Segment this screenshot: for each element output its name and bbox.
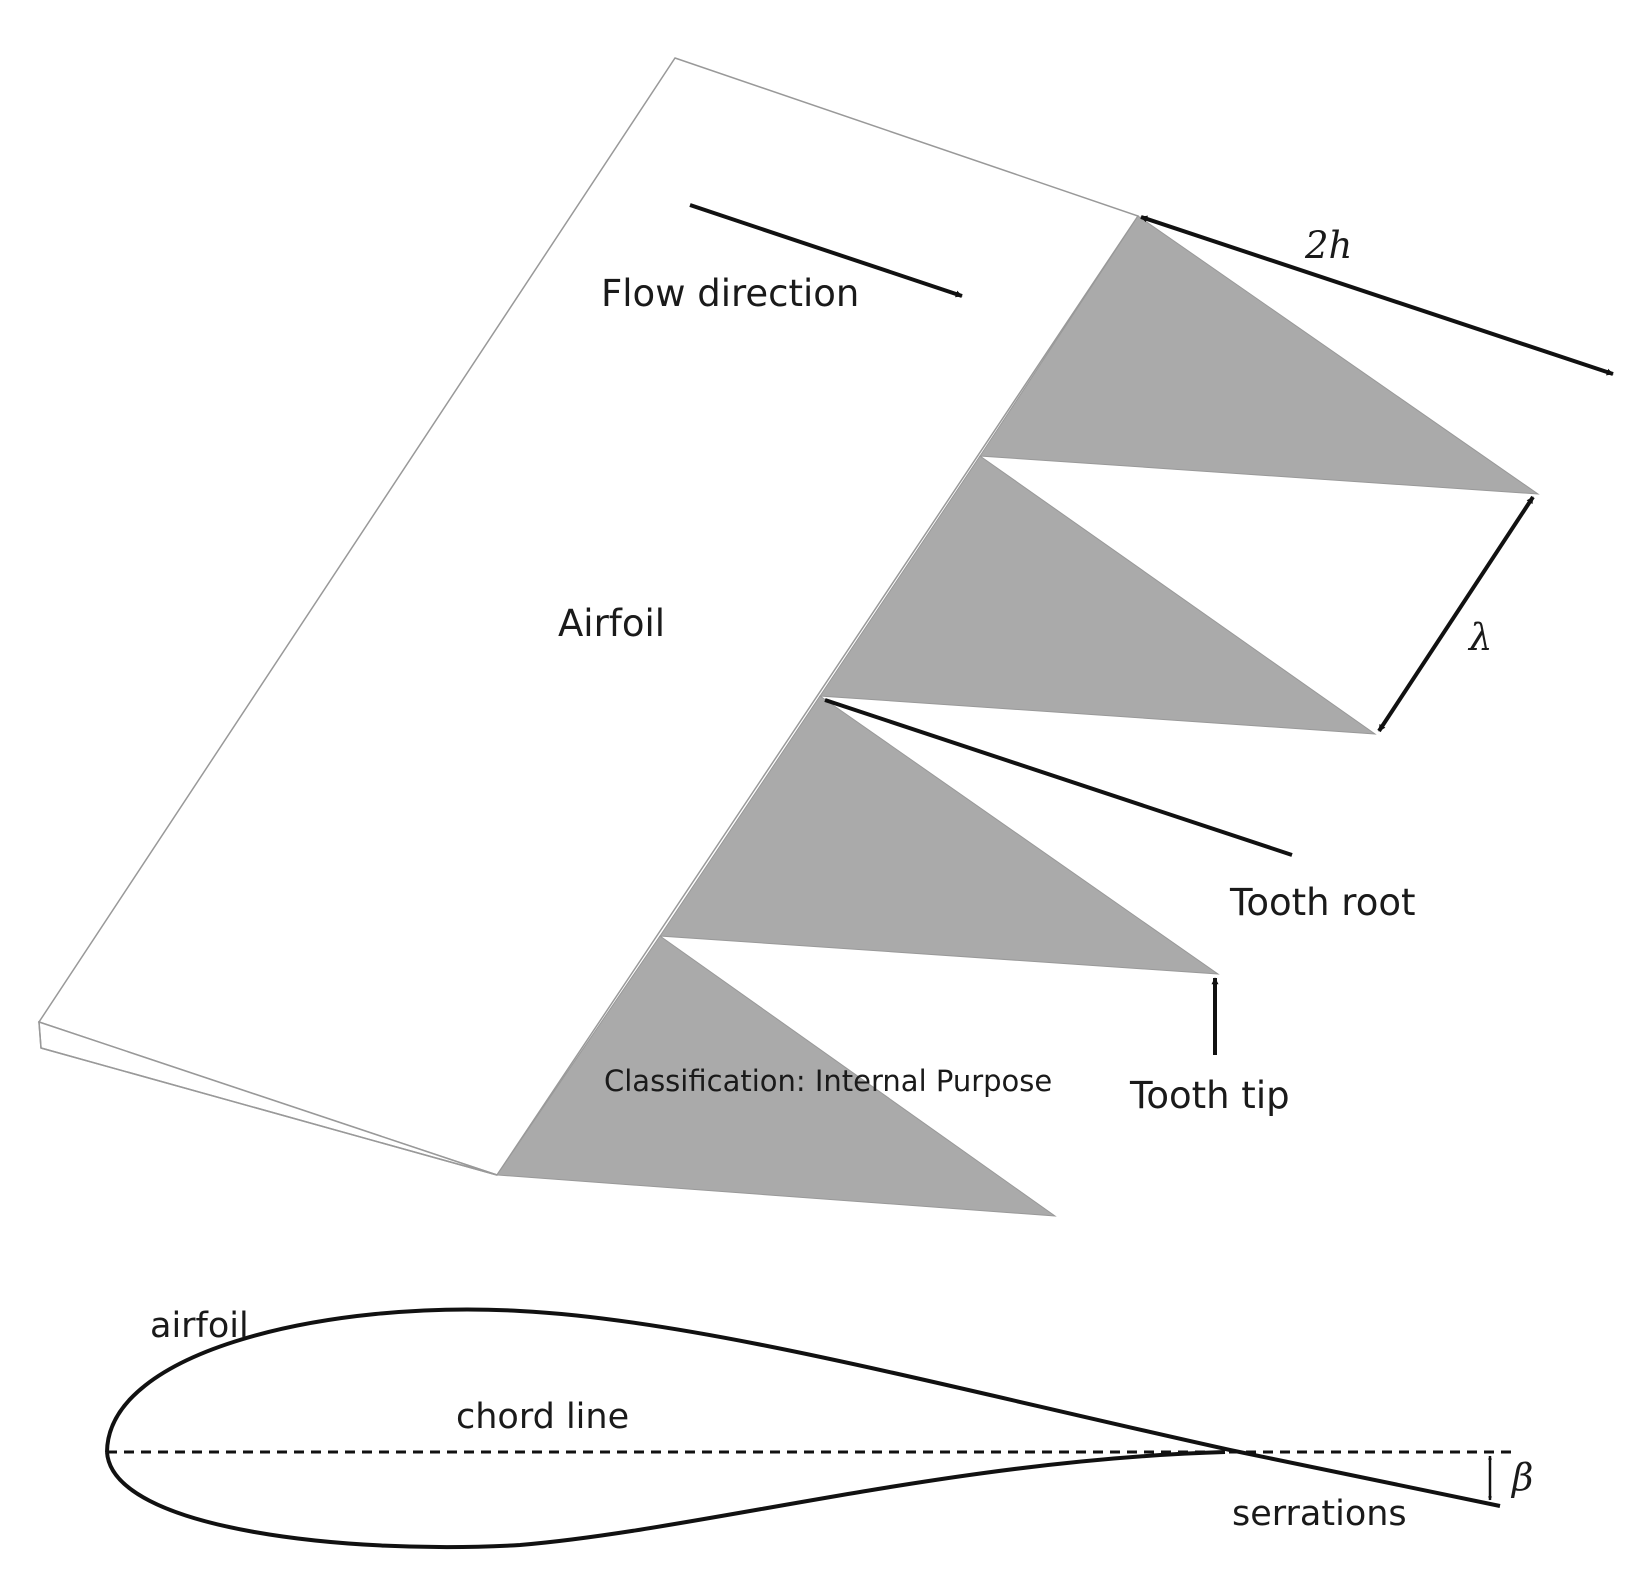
airfoil-profile-upper	[105, 1307, 1501, 1508]
airfoil-section-label: airfoil	[150, 1306, 249, 1346]
wavelength-symbol: λ	[1467, 616, 1492, 659]
airfoil-profile-lower	[105, 1450, 1226, 1550]
classification-label: Classification: Internal Purpose	[604, 1064, 1052, 1098]
flap-angle-symbol: β	[1510, 1456, 1533, 1499]
wavelength-arrow	[1377, 495, 1535, 733]
tooth-root-leader	[824, 698, 1293, 857]
airfoil-plate-edge-bottom	[40, 1047, 498, 1176]
serrations-label: serrations	[1232, 1494, 1407, 1534]
amplitude-symbol: 2h	[1304, 224, 1352, 267]
chord-line-label: chord line	[456, 1397, 629, 1437]
flow-direction-arrow	[689, 203, 963, 298]
serration-tooth-3	[659, 695, 1220, 975]
tooth-tip-label: Tooth tip	[1129, 1074, 1290, 1117]
serration-tooth-4	[496, 935, 1057, 1217]
flow-direction-label: Flow direction	[601, 272, 859, 315]
serration-tooth-2	[819, 455, 1377, 735]
amplitude-arrow	[1140, 215, 1614, 376]
airfoil-plate-edge-left	[38, 1021, 42, 1049]
tooth-root-label: Tooth root	[1229, 881, 1416, 924]
airfoil-top-label: Airfoil	[558, 602, 665, 645]
